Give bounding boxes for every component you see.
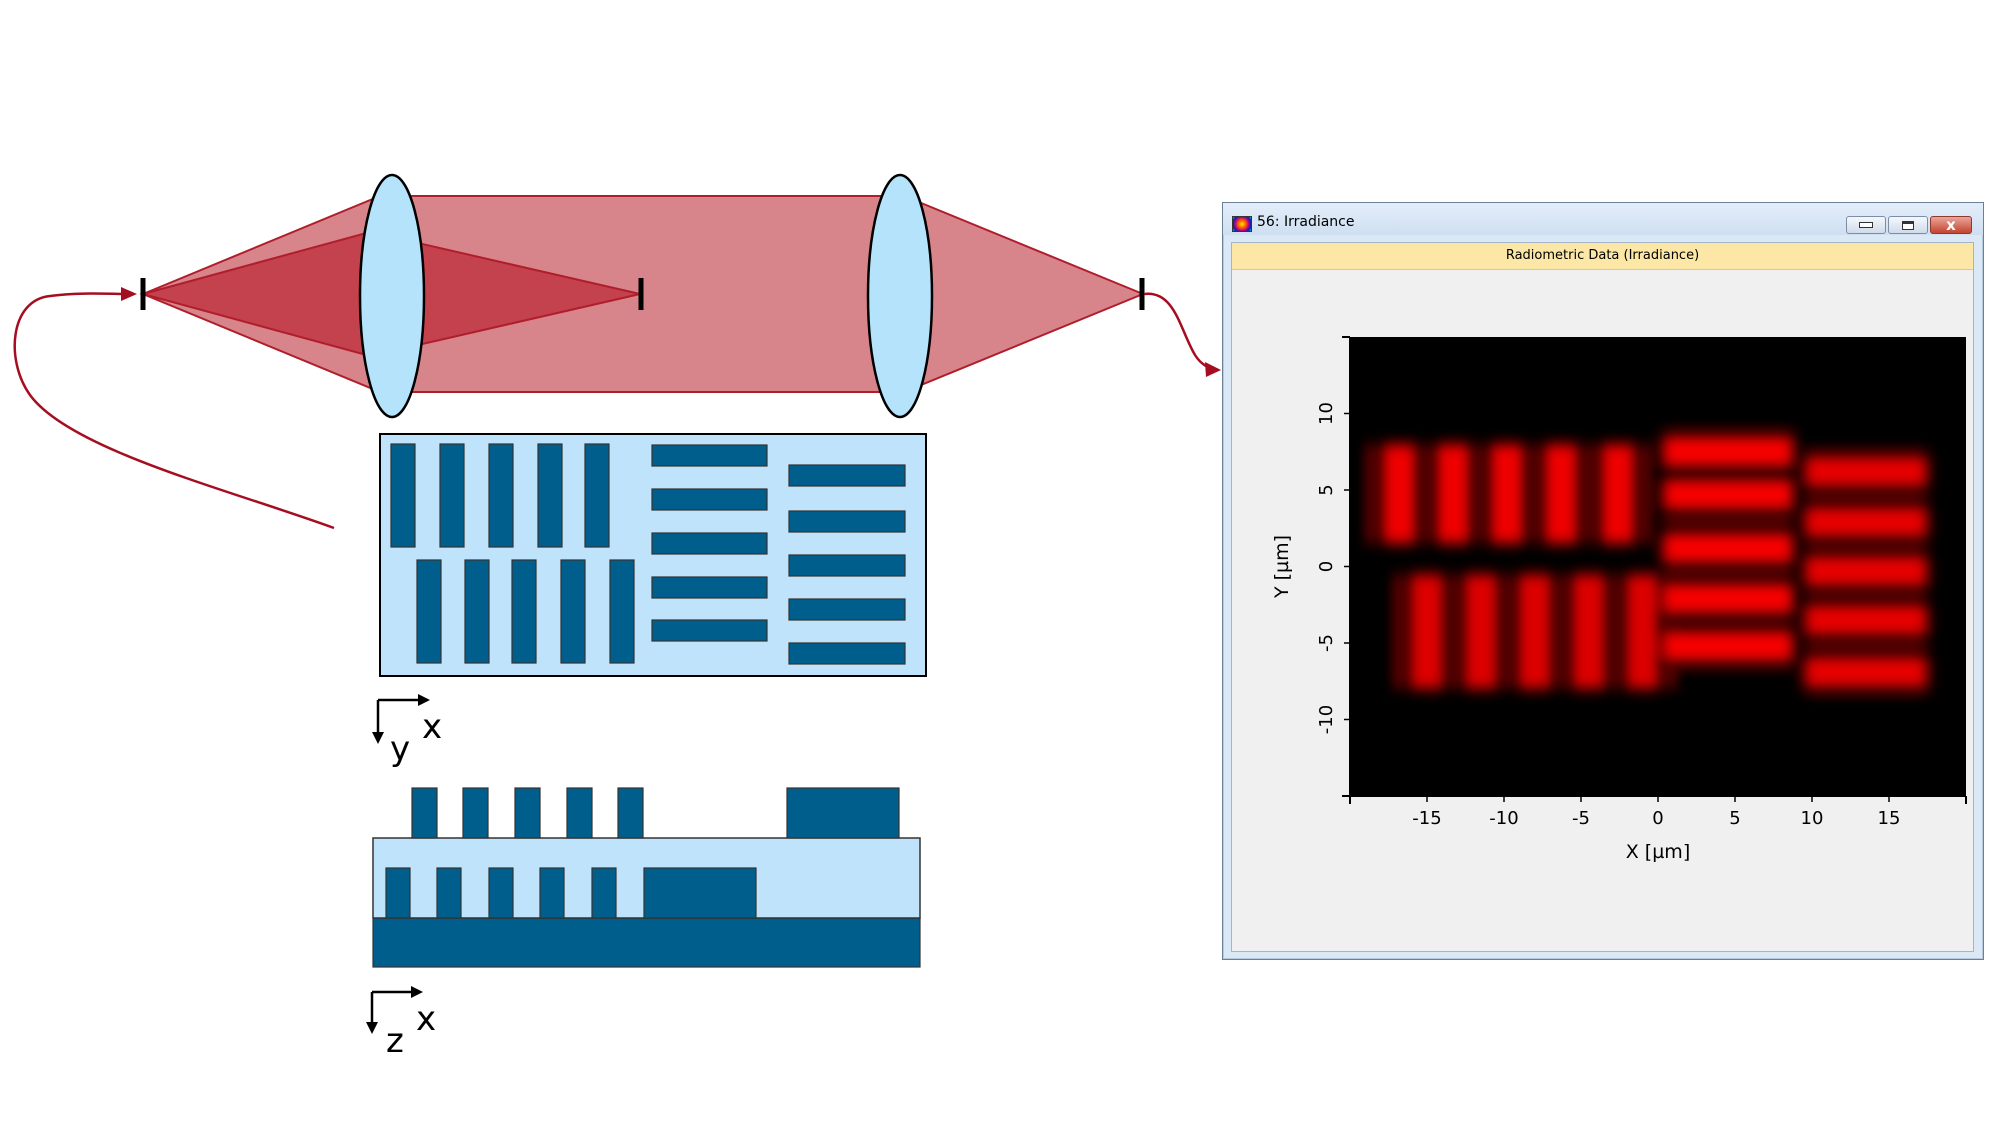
- side-top-block: [786, 787, 900, 839]
- lens-1: [358, 173, 426, 419]
- heat-bar: [1804, 608, 1928, 632]
- y-axis-label: Y [µm]: [1271, 535, 1293, 599]
- x-tick-label: -15: [1412, 808, 1441, 829]
- vertical-bar: [609, 559, 635, 664]
- minimize-button[interactable]: [1846, 216, 1886, 234]
- x-tick-label: -10: [1489, 808, 1518, 829]
- vertical-bar: [390, 443, 416, 548]
- irradiance-window[interactable]: 56: Irradiance x Radiometric Data (Irrad…: [1222, 202, 1984, 960]
- side-top-ridge: [566, 787, 593, 839]
- y-tick-label: 0: [1316, 561, 1337, 572]
- horizontal-bar: [651, 488, 768, 511]
- side-top-ridge: [617, 787, 644, 839]
- arrow-head-window: [1205, 362, 1221, 377]
- horizontal-bar: [651, 532, 768, 555]
- heat-bar: [1575, 574, 1602, 689]
- optical-setup: [139, 173, 1146, 419]
- maximize-icon: [1902, 220, 1914, 230]
- heat-region-vertical: [1391, 574, 1679, 689]
- heat-bar: [1604, 444, 1632, 544]
- vertical-bar: [488, 443, 514, 548]
- side-view-axis-x-label: x: [416, 999, 436, 1039]
- heat-bar: [1662, 536, 1794, 560]
- horizontal-bar: [788, 642, 906, 665]
- horizontal-bar: [651, 619, 768, 642]
- x-tick-label: 0: [1652, 808, 1663, 829]
- heat-region-horizontal: [1662, 427, 1794, 671]
- side-bottom-ridge: [488, 867, 514, 919]
- heat-bar: [1493, 444, 1521, 544]
- horizontal-bar: [651, 576, 768, 599]
- lens-2: [866, 173, 934, 419]
- structure-to-input-arrow: [13, 292, 335, 530]
- irradiance-app-icon: [1232, 216, 1252, 232]
- heat-bar: [1804, 660, 1928, 684]
- vertical-bar: [439, 443, 465, 548]
- window-client-area: Radiometric Data (Irradiance) -15 -10 -5 0 5…: [1231, 242, 1974, 952]
- heat-bar: [1662, 483, 1794, 507]
- side-top-ridge: [462, 787, 489, 839]
- maximize-button[interactable]: [1888, 216, 1928, 234]
- y-tick-label: -10: [1316, 705, 1337, 734]
- vertical-bar: [560, 559, 586, 664]
- x-axis-label: X [µm]: [1626, 841, 1690, 863]
- side-view-axis-z-label: z: [386, 1021, 404, 1061]
- x-tick-label: 5: [1729, 808, 1740, 829]
- y-tick-label: 5: [1316, 484, 1337, 495]
- vertical-bar: [416, 559, 442, 664]
- vertical-bar: [584, 443, 610, 548]
- heat-bar: [1662, 634, 1794, 658]
- side-view-axes-indicator: x z: [366, 986, 436, 1061]
- heat-bar: [1662, 587, 1794, 611]
- heat-bar: [1413, 574, 1441, 689]
- horizontal-bar: [788, 554, 906, 577]
- output-to-window-arrow: [1143, 292, 1213, 370]
- structure-side-view: [372, 787, 921, 968]
- window-titlebar[interactable]: 56: Irradiance x: [1223, 203, 1983, 235]
- heat-bar: [1804, 559, 1928, 583]
- window-title: 56: Irradiance: [1257, 214, 1355, 230]
- side-bottom-ridge: [539, 867, 565, 919]
- y-tick-label: -5: [1316, 634, 1337, 652]
- y-tick-label: 10: [1316, 402, 1337, 425]
- heat-bar: [1547, 444, 1575, 544]
- side-bottom-ridge: [385, 867, 411, 919]
- arrow-head-input: [121, 287, 137, 301]
- top-view-axes-indicator: x y: [372, 694, 442, 769]
- side-bottom-block: [643, 867, 757, 919]
- minimize-icon: [1859, 222, 1873, 228]
- top-view-axis-y-label: y: [390, 729, 410, 769]
- heat-bar: [1467, 574, 1494, 689]
- heat-region-horizontal: [1804, 447, 1928, 697]
- heat-bar: [1521, 574, 1548, 689]
- close-button[interactable]: x: [1930, 216, 1972, 234]
- horizontal-bar: [788, 464, 906, 487]
- vertical-bar: [537, 443, 563, 548]
- side-view-bottom-substrate: [372, 917, 921, 968]
- side-top-ridge: [411, 787, 438, 839]
- radiometric-data-header: Radiometric Data (Irradiance): [1232, 243, 1973, 270]
- horizontal-bar: [651, 444, 768, 467]
- close-icon: x: [1946, 216, 1956, 234]
- x-tick-label: -5: [1572, 808, 1590, 829]
- side-top-ridge: [514, 787, 541, 839]
- heat-bar: [1662, 440, 1794, 464]
- top-view-axis-x-label: x: [422, 707, 442, 747]
- x-tick-label: 10: [1801, 808, 1824, 829]
- structure-top-view: [379, 433, 927, 677]
- heat-bar: [1386, 444, 1413, 544]
- side-bottom-ridge: [436, 867, 462, 919]
- heat-bar: [1629, 574, 1656, 689]
- side-bottom-ridge: [591, 867, 617, 919]
- heat-bar: [1804, 510, 1928, 534]
- horizontal-bar: [788, 598, 906, 621]
- irradiance-plot[interactable]: -15 -10 -5 0 5 10 15 -10 -5 0 5 10 X [µm] Y [µm]: [1232, 243, 1973, 951]
- heat-region-vertical: [1363, 444, 1654, 544]
- vertical-bar: [464, 559, 490, 664]
- horizontal-bar: [788, 510, 906, 533]
- x-tick-label: 15: [1878, 808, 1901, 829]
- heat-bar: [1804, 460, 1928, 484]
- heat-bar: [1440, 444, 1467, 544]
- vertical-bar: [511, 559, 537, 664]
